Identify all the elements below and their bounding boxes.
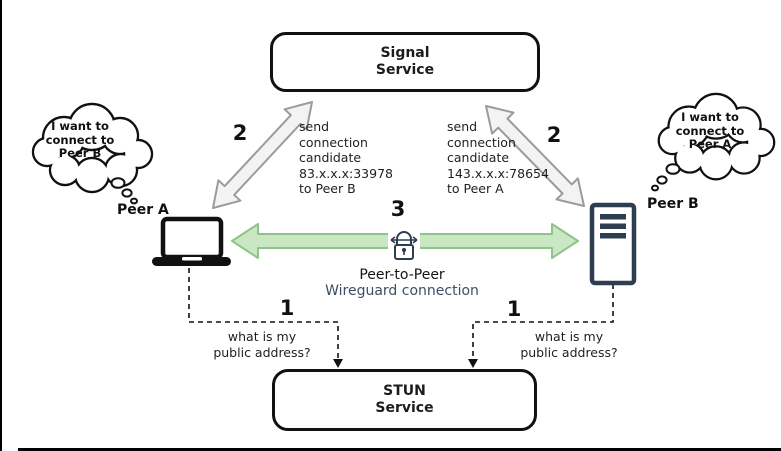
- signal-arrow-a: [212, 101, 313, 209]
- signal-service-label-line1: Signal: [380, 45, 430, 61]
- cloud-b-line2: connect to: [675, 123, 745, 138]
- cloud-b-line1: I want to: [681, 110, 739, 124]
- stun-service-box: STUN Service: [272, 369, 537, 431]
- cloud-a-line3: Peer B: [58, 146, 102, 160]
- page-left-border: [0, 0, 2, 451]
- send-a-line2: connection: [299, 134, 368, 150]
- peer-a-label: Peer A: [117, 202, 169, 218]
- send-b-line2: connection: [447, 134, 516, 150]
- page-bottom-border: [18, 448, 781, 451]
- step-1-right: 1: [506, 297, 522, 321]
- step-1-left: 1: [279, 296, 295, 320]
- signal-service-label-line2: Service: [375, 62, 435, 78]
- send-a-line5: to Peer B: [299, 181, 356, 196]
- send-b-line4: 143.x.x.x:78654: [447, 165, 549, 181]
- cloud-a-line2: connect to: [45, 132, 115, 147]
- stun-path-b: [468, 284, 614, 368]
- stun-path-a: [188, 268, 343, 368]
- ask-b-line1: what is my: [534, 329, 604, 344]
- cloud-a-line1: I want to: [51, 119, 109, 133]
- step-3: 3: [390, 197, 406, 221]
- p2p-caption-line1: Peer-to-Peer: [359, 267, 445, 283]
- cloud-b-text: I want to connect to Peer A: [666, 110, 754, 152]
- thought-cloud-b: [651, 92, 776, 192]
- p2p-caption-line2: Wireguard connection: [325, 283, 479, 299]
- send-a-line1: send: [299, 119, 330, 134]
- laptop-icon: [152, 216, 231, 266]
- send-a-line4: 83.x.x.x:33978: [299, 165, 393, 181]
- signal-service-box: Signal Service: [270, 32, 540, 92]
- cloud-b-line3: Peer A: [688, 137, 732, 151]
- ask-b-line2: public address?: [520, 344, 618, 360]
- server-icon: [589, 202, 637, 286]
- lock-icon: [388, 227, 420, 263]
- send-candidate-note-b: send connection candidate 143.x.x.x:7865…: [447, 119, 549, 197]
- send-b-line1: send: [447, 119, 478, 134]
- step-2-right: 2: [546, 123, 562, 147]
- thought-cloud-a: [31, 102, 154, 205]
- send-b-line3: candidate: [447, 150, 510, 165]
- public-address-note-a: what is my public address?: [192, 329, 332, 360]
- send-a-line3: candidate: [299, 150, 362, 165]
- send-candidate-note-a: send connection candidate 83.x.x.x:33978…: [299, 119, 393, 197]
- stun-service-label-line2: Service: [375, 400, 434, 416]
- ask-a-line2: public address?: [213, 344, 311, 360]
- public-address-note-b: what is my public address?: [499, 329, 639, 360]
- cloud-a-text: I want to connect to Peer B: [36, 119, 124, 161]
- step-2-left: 2: [232, 121, 248, 145]
- send-b-line5: to Peer A: [447, 181, 504, 196]
- stun-service-label-line1: STUN: [383, 383, 426, 399]
- p2p-caption: Peer-to-Peer Wireguard connection: [297, 267, 507, 299]
- peer-b-label: Peer B: [647, 196, 699, 212]
- signal-arrow-b: [485, 105, 585, 207]
- ask-a-line1: what is my: [227, 329, 297, 344]
